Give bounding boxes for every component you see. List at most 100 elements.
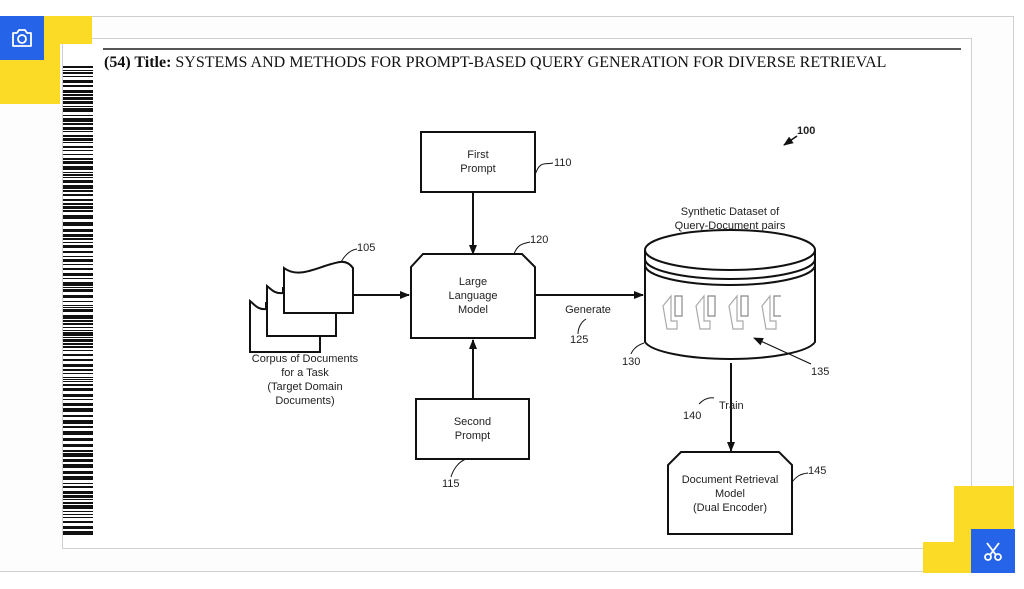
barcode-bar: [63, 256, 93, 257]
barcode-bar: [63, 343, 93, 345]
ref-130: 130: [622, 356, 641, 368]
barcode-bar: [63, 350, 93, 351]
barcode-bar: [63, 531, 93, 535]
snip-button[interactable]: [971, 529, 1015, 573]
barcode-bar: [63, 505, 93, 509]
llm-box: [410, 253, 536, 339]
ref-leader-115: [450, 458, 467, 478]
scissors-icon: [984, 542, 1002, 561]
barcode-bar: [63, 377, 93, 378]
barcode-bar: [63, 526, 93, 529]
barcode-bar: [63, 426, 93, 428]
barcode-bar: [63, 142, 93, 143]
ref-145: 145: [808, 465, 827, 477]
barcode-bar: [63, 486, 93, 488]
second-prompt-label: Second Prompt: [416, 415, 529, 443]
query-icon: [662, 294, 678, 330]
barcode-bar: [63, 101, 93, 104]
query-icon: [728, 294, 744, 330]
label-line: (Dual Encoder): [693, 502, 767, 514]
barcode-bar: [63, 431, 93, 435]
barcode-bar: [63, 166, 93, 170]
ref-leader-130: [630, 342, 645, 355]
dataset-label: Synthetic Dataset of Query-Document pair…: [650, 205, 810, 233]
retrieval-model-label: Document Retrieval Model (Dual Encoder): [668, 473, 792, 515]
ref-110: 110: [554, 157, 572, 169]
figure-ref-arrow: [783, 135, 798, 146]
barcode-bar: [63, 438, 93, 441]
llm-label: Large Language Model: [411, 275, 535, 317]
barcode-bar: [63, 327, 93, 328]
barcode-bar: [63, 174, 93, 176]
barcode-bar: [63, 278, 93, 279]
barcode-bar: [63, 379, 93, 380]
barcode-bar: [63, 415, 93, 417]
barcode-bar: [63, 381, 93, 382]
barcode-bar: [63, 320, 93, 322]
barcode-bar: [63, 511, 93, 512]
generate-label: Generate: [565, 304, 611, 316]
barcode-bar: [63, 180, 93, 183]
barcode-bar: [63, 289, 93, 292]
screenshot-button[interactable]: [0, 16, 44, 60]
barcode-bar: [63, 251, 93, 253]
barcode-bar: [63, 471, 93, 474]
barcode-bar: [63, 268, 93, 270]
label-line: Model: [458, 304, 488, 316]
barcode-bar: [63, 384, 93, 386]
barcode-bar: [63, 273, 93, 276]
ref-115: 115: [442, 478, 460, 490]
ref-120: 120: [530, 234, 549, 246]
barcode-bar: [63, 450, 93, 452]
barcode-bar: [63, 234, 93, 237]
barcode-bar: [63, 242, 93, 243]
barcode-bar: [63, 309, 93, 312]
barcode-bar: [63, 499, 93, 500]
barcode-bar: [63, 94, 93, 96]
barcode-bar: [63, 337, 93, 338]
dataset-cylinder-ring-2: [644, 264, 816, 286]
barcode-bar: [63, 194, 93, 196]
barcode-bar: [63, 307, 93, 308]
ref-140: 140: [683, 410, 702, 422]
query-document-pairs: [662, 294, 781, 330]
barcode-bar: [63, 123, 93, 125]
barcode-bar: [63, 238, 93, 240]
barcode-bar: [63, 90, 93, 93]
barcode-bar: [63, 364, 93, 367]
barcode-bar: [63, 229, 93, 232]
barcode-bar: [63, 295, 93, 298]
barcode-bar: [63, 339, 93, 342]
barcode-bar: [63, 369, 93, 371]
camera-icon: [12, 29, 32, 47]
dataset-cylinder-top: [644, 229, 816, 271]
barcode-bar: [63, 138, 93, 141]
ref-arrow-135: [753, 337, 812, 365]
document-icon: [674, 295, 683, 317]
second-prompt-box: [415, 398, 530, 460]
barcode-bar: [63, 177, 93, 178]
barcode: [63, 66, 93, 535]
barcode-bar: [63, 483, 93, 484]
barcode-bar: [63, 323, 93, 325]
barcode-bar: [63, 185, 93, 189]
ref-leader-105: [340, 248, 358, 263]
barcode-bar: [63, 115, 93, 116]
label-line: First: [467, 149, 489, 161]
ref-125: 125: [570, 334, 589, 346]
barcode-bar: [63, 464, 93, 468]
barcode-bar: [63, 373, 93, 374]
ref-105: 105: [357, 242, 376, 254]
barcode-bar: [63, 514, 93, 515]
barcode-bar: [63, 330, 93, 331]
query-icon: [761, 294, 777, 330]
barcode-bar: [63, 66, 93, 68]
barcode-bar: [63, 85, 93, 87]
label-line: for a Task: [281, 367, 329, 379]
ref-leader-120: [513, 241, 531, 255]
barcode-bar: [63, 161, 93, 164]
label-line: (Target Domain: [267, 381, 343, 393]
barcode-bar: [63, 491, 93, 494]
barcode-bar: [63, 106, 93, 107]
barcode-bar: [63, 420, 93, 424]
